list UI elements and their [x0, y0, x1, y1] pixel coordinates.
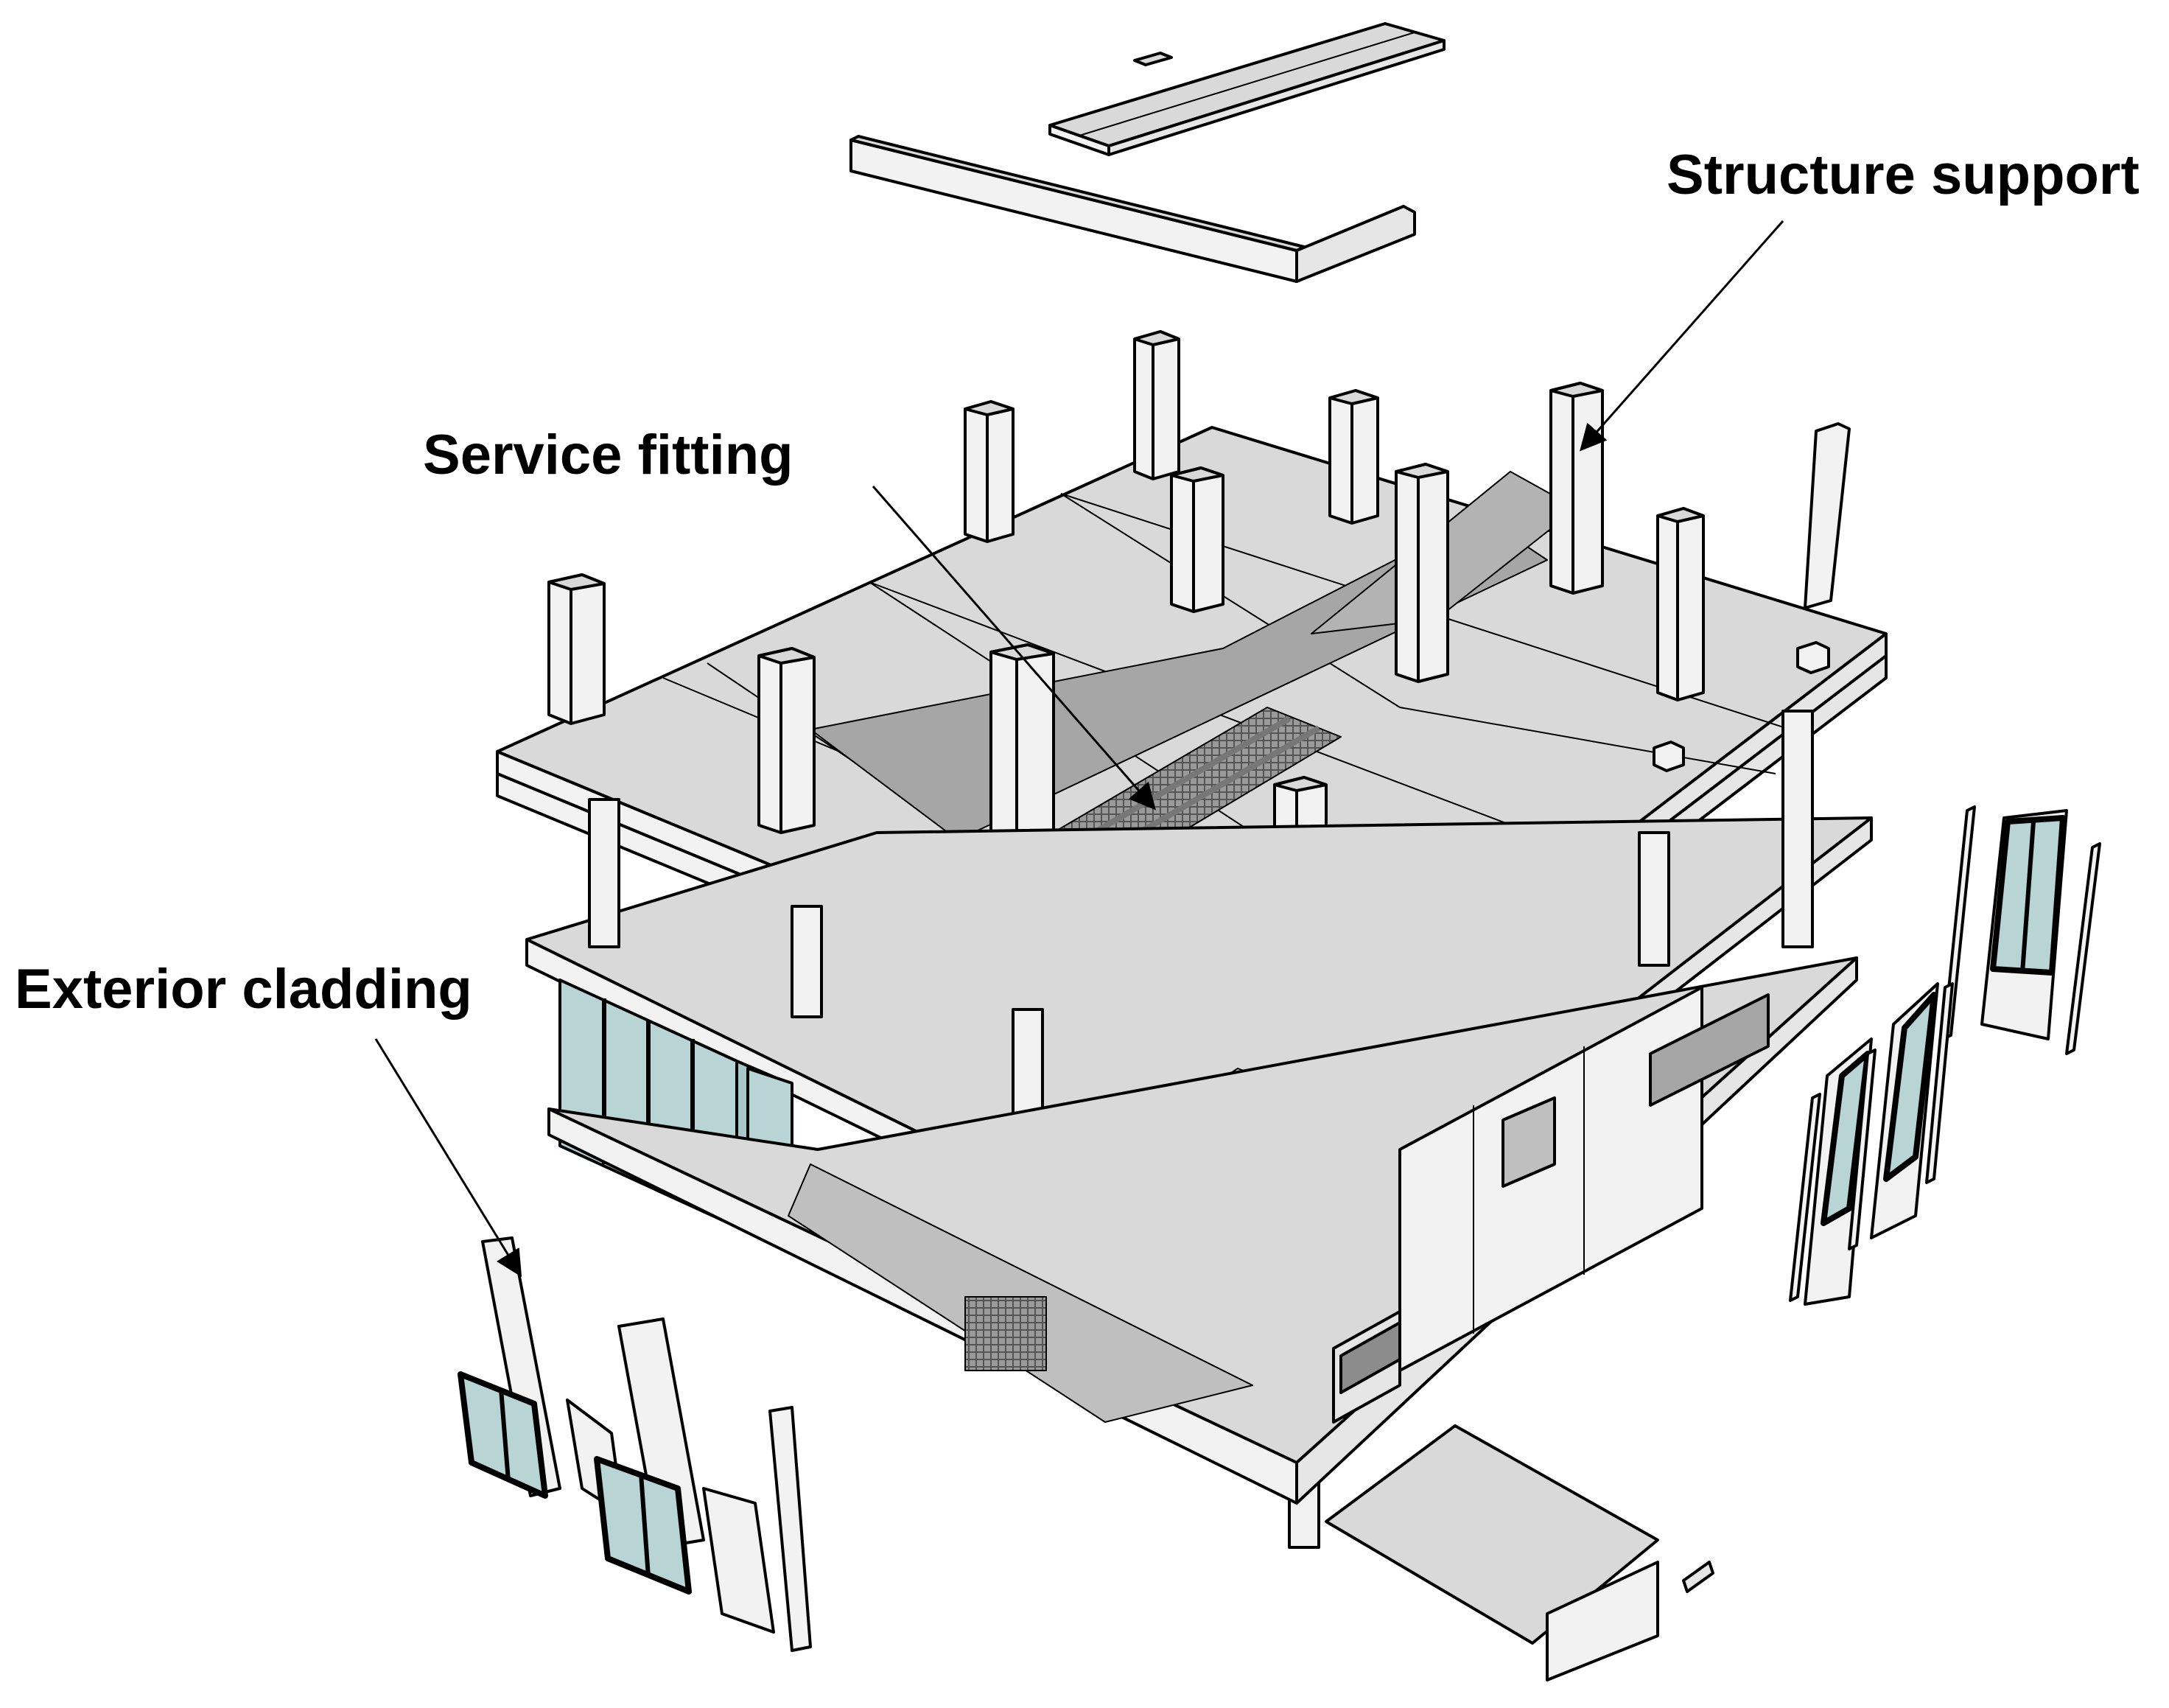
- column: [1656, 507, 1705, 701]
- column: [757, 647, 816, 834]
- column: [1395, 463, 1449, 683]
- service-fitting-label: Service fitting: [423, 424, 793, 486]
- roof-slab-piece: [1048, 22, 1446, 156]
- right-side-walls: [1332, 986, 1770, 1424]
- exterior-cladding-label: Exterior cladding: [15, 958, 472, 1021]
- service-fitting-arrow: [872, 486, 1156, 811]
- column: [1804, 422, 1851, 609]
- small-block: [1796, 641, 1830, 674]
- column: [1328, 389, 1379, 525]
- left-cladding-panels: [458, 1236, 812, 1652]
- exterior-cladding-arrow: [374, 1038, 522, 1278]
- structure-support-label: Structure support: [1667, 144, 2140, 206]
- column: [964, 400, 1015, 543]
- right-cladding-panels: [1789, 805, 2101, 1306]
- middle-columns: [588, 710, 1814, 1549]
- roof-small-piece: [1133, 52, 1173, 66]
- column-structure-support: [1549, 382, 1604, 595]
- ground-panel-piece: [1325, 1424, 1714, 1681]
- small-block: [1653, 741, 1685, 772]
- leader-lines: [374, 220, 1784, 1278]
- column: [1133, 330, 1180, 480]
- roof-parapet-beam: [849, 135, 1416, 283]
- column: [1170, 466, 1224, 613]
- structure-support-arrow: [1580, 220, 1784, 452]
- column: [547, 573, 606, 725]
